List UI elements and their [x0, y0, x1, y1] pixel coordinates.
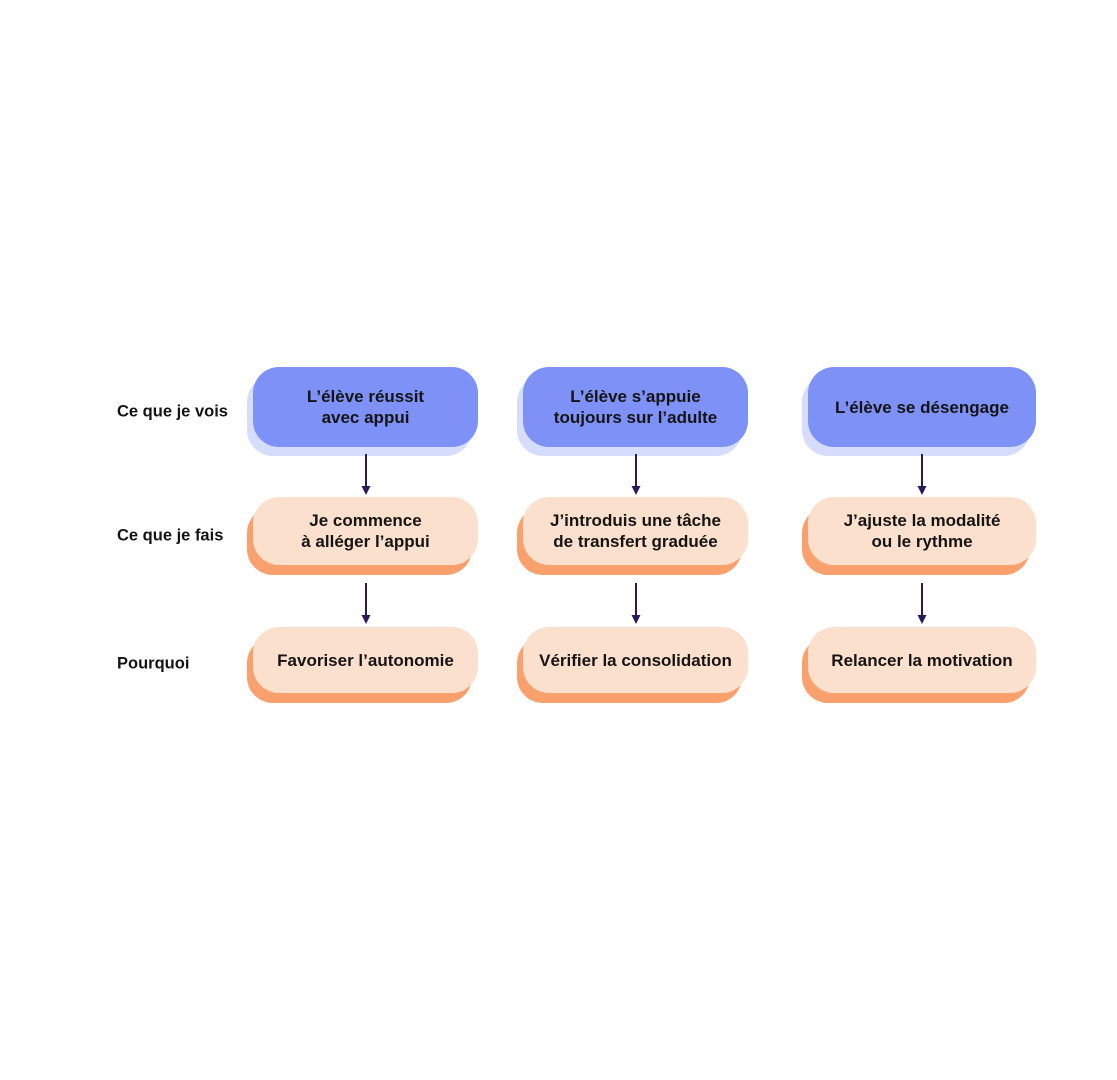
node-reason-col2: Vérifier la consolidation [523, 627, 748, 693]
node-action-col3: J’ajuste la modalité ou le rythme [808, 497, 1036, 565]
node-observation-col3: L’élève se désengage [808, 367, 1036, 447]
node-reason-col3: Relancer la motivation [808, 627, 1036, 693]
arrow-down-icon [629, 454, 643, 496]
node-reason-col2-text: Vérifier la consolidation [539, 650, 732, 670]
node-action-col3-text: J’ajuste la modalité ou le rythme [843, 511, 1001, 551]
row-label-ce-que-je-vois: Ce que je vois [117, 402, 228, 421]
node-reason-col3-text: Relancer la motivation [831, 650, 1013, 670]
arrow-down-icon [915, 454, 929, 496]
node-action-col2: J’introduis une tâche de transfert gradu… [523, 497, 748, 565]
arrow-down-icon [629, 583, 643, 625]
node-observation-col2-text: L’élève s’appuie toujours sur l’adulte [553, 387, 718, 427]
node-action-col1-text: Je commence à alléger l’appui [301, 511, 430, 551]
node-observation-col1: L’élève réussit avec appui [253, 367, 478, 447]
node-reason-col1: Favoriser l’autonomie [253, 627, 478, 693]
arrow-down-icon [359, 583, 373, 625]
row-label-pourquoi: Pourquoi [117, 654, 190, 673]
arrow-down-icon [359, 454, 373, 496]
node-reason-col1-text: Favoriser l’autonomie [277, 650, 454, 670]
node-observation-col2: L’élève s’appuie toujours sur l’adulte [523, 367, 748, 447]
node-action-col2-text: J’introduis une tâche de transfert gradu… [550, 511, 721, 551]
row-label-ce-que-je-fais: Ce que je fais [117, 526, 224, 545]
node-observation-col3-text: L’élève se désengage [835, 397, 1009, 417]
arrow-down-icon [915, 583, 929, 625]
node-action-col1: Je commence à alléger l’appui [253, 497, 478, 565]
node-observation-col1-text: L’élève réussit avec appui [306, 387, 425, 427]
